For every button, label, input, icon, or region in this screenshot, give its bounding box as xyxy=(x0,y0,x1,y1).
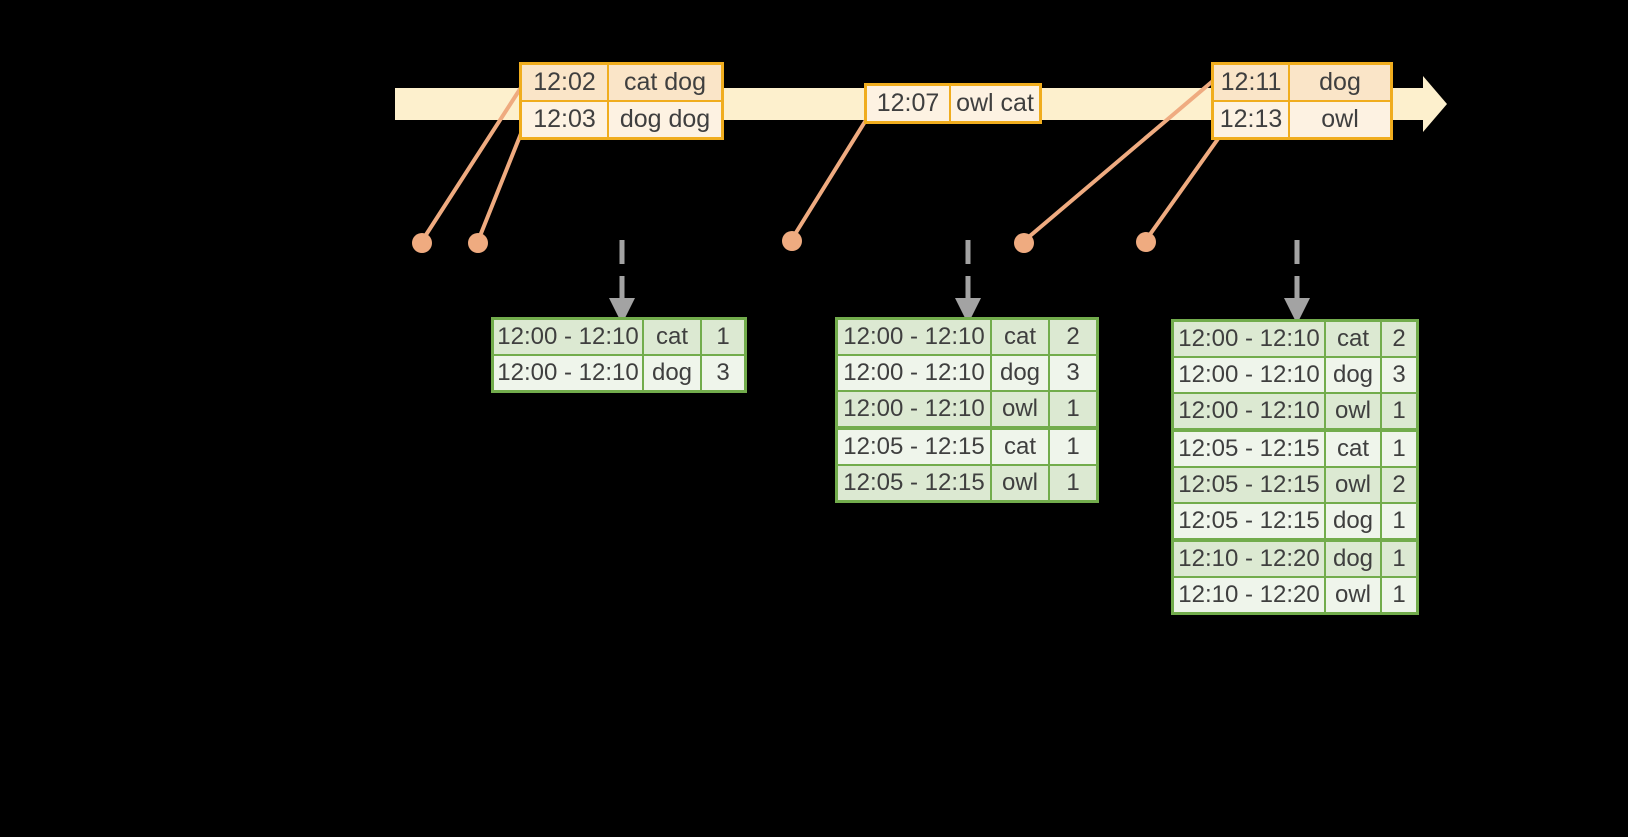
word-cell: owl xyxy=(992,392,1048,426)
event-dot xyxy=(782,231,802,251)
table-row: 12:00 - 12:10 cat 1 xyxy=(494,320,744,354)
result-table-1: 12:00 - 12:10 cat 1 12:00 - 12:10 dog 3 xyxy=(491,317,747,393)
count-cell: 1 xyxy=(1382,504,1416,538)
table-row: 12:05 - 12:15 cat 1 xyxy=(838,430,1096,464)
table-row: 12:00 - 12:10 cat 2 xyxy=(1174,322,1416,356)
event-time: 12:07 xyxy=(867,86,949,121)
table-row: 12:05 - 12:15 cat 1 xyxy=(1174,432,1416,466)
event-dot xyxy=(412,233,432,253)
result-table-3: 12:00 - 12:10 cat 2 12:00 - 12:10 dog 3 … xyxy=(1171,319,1419,615)
event-time: 12:13 xyxy=(1214,102,1288,137)
word-cell: dog xyxy=(1326,542,1380,576)
table-row: 12:05 - 12:15 dog 1 xyxy=(1174,504,1416,538)
word-cell: cat xyxy=(644,320,700,354)
word-cell: dog xyxy=(1326,358,1380,392)
table-row: 12:05 - 12:15 owl 1 xyxy=(838,466,1096,500)
event-connector-lines xyxy=(420,78,1222,243)
table-row: 12:00 - 12:10 owl 1 xyxy=(838,392,1096,426)
count-cell: 3 xyxy=(1382,358,1416,392)
event-dots xyxy=(412,231,1156,253)
window-cell: 12:00 - 12:10 xyxy=(494,320,642,354)
count-cell: 1 xyxy=(1382,394,1416,428)
count-cell: 1 xyxy=(1382,578,1416,612)
window-cell: 12:05 - 12:15 xyxy=(838,466,990,500)
window-cell: 12:05 - 12:15 xyxy=(1174,432,1324,466)
table-row: 12:00 - 12:10 dog 3 xyxy=(838,356,1096,390)
trigger-arrowhead-icon xyxy=(609,298,635,324)
word-cell: dog xyxy=(992,356,1048,390)
event-words: dog dog xyxy=(609,102,721,137)
count-cell: 1 xyxy=(1050,392,1096,426)
count-cell: 2 xyxy=(1382,468,1416,502)
event-dot xyxy=(1014,233,1034,253)
word-cell: dog xyxy=(1326,504,1380,538)
word-cell: cat xyxy=(1326,322,1380,356)
window-cell: 12:00 - 12:10 xyxy=(838,356,990,390)
window-cell: 12:00 - 12:10 xyxy=(1174,358,1324,392)
count-cell: 1 xyxy=(1382,542,1416,576)
event-time: 12:03 xyxy=(522,102,607,137)
window-cell: 12:05 - 12:15 xyxy=(838,430,990,464)
event-words: dog xyxy=(1290,65,1390,100)
table-row: 12:00 - 12:10 owl 1 xyxy=(1174,394,1416,428)
count-cell: 2 xyxy=(1382,322,1416,356)
window-cell: 12:05 - 12:15 xyxy=(1174,504,1324,538)
window-cell: 12:10 - 12:20 xyxy=(1174,542,1324,576)
window-cell: 12:00 - 12:10 xyxy=(1174,322,1324,356)
word-cell: cat xyxy=(992,430,1048,464)
word-cell: cat xyxy=(1326,432,1380,466)
table-row: 12:05 - 12:15 owl 2 xyxy=(1174,468,1416,502)
count-cell: 1 xyxy=(1050,430,1096,464)
word-cell: owl xyxy=(992,466,1048,500)
timeline-arrowhead-icon xyxy=(1423,76,1447,132)
event-dot xyxy=(1136,232,1156,252)
event-words: cat dog xyxy=(609,65,721,100)
event-connector-line xyxy=(476,124,526,243)
event-time: 12:02 xyxy=(522,65,607,100)
event-table-2: 12:07 owl cat xyxy=(864,83,1042,124)
event-table-3: 12:11 dog 12:13 owl xyxy=(1211,62,1393,140)
table-row: 12:00 - 12:10 cat 2 xyxy=(838,320,1096,354)
count-cell: 3 xyxy=(702,356,744,390)
event-time: 12:11 xyxy=(1214,65,1288,100)
table-row: 12:00 - 12:10 dog 3 xyxy=(494,356,744,390)
event-connector-line xyxy=(420,84,524,243)
window-cell: 12:00 - 12:10 xyxy=(494,356,642,390)
table-row: 12:00 - 12:10 dog 3 xyxy=(1174,358,1416,392)
event-words: owl xyxy=(1290,102,1390,137)
window-cell: 12:10 - 12:20 xyxy=(1174,578,1324,612)
event-connector-line xyxy=(1022,78,1216,243)
event-table-1: 12:02 cat dog 12:03 dog dog xyxy=(519,62,724,140)
count-cell: 1 xyxy=(702,320,744,354)
window-cell: 12:00 - 12:10 xyxy=(1174,394,1324,428)
event-words: owl cat xyxy=(951,86,1039,121)
trigger-arrowhead-icon xyxy=(1284,298,1310,324)
result-table-2: 12:00 - 12:10 cat 2 12:00 - 12:10 dog 3 … xyxy=(835,317,1099,503)
count-cell: 1 xyxy=(1382,432,1416,466)
window-cell: 12:00 - 12:10 xyxy=(838,392,990,426)
word-cell: owl xyxy=(1326,468,1380,502)
event-connector-line xyxy=(790,118,868,241)
event-connector-line xyxy=(1144,134,1222,242)
word-cell: owl xyxy=(1326,578,1380,612)
count-cell: 1 xyxy=(1050,466,1096,500)
event-dot xyxy=(468,233,488,253)
count-cell: 2 xyxy=(1050,320,1096,354)
table-row: 12:10 - 12:20 dog 1 xyxy=(1174,542,1416,576)
word-cell: cat xyxy=(992,320,1048,354)
window-cell: 12:05 - 12:15 xyxy=(1174,468,1324,502)
table-row: 12:10 - 12:20 owl 1 xyxy=(1174,578,1416,612)
word-cell: dog xyxy=(644,356,700,390)
count-cell: 3 xyxy=(1050,356,1096,390)
trigger-arrows xyxy=(609,240,1310,324)
window-cell: 12:00 - 12:10 xyxy=(838,320,990,354)
trigger-arrowhead-icon xyxy=(955,298,981,324)
word-cell: owl xyxy=(1326,394,1380,428)
